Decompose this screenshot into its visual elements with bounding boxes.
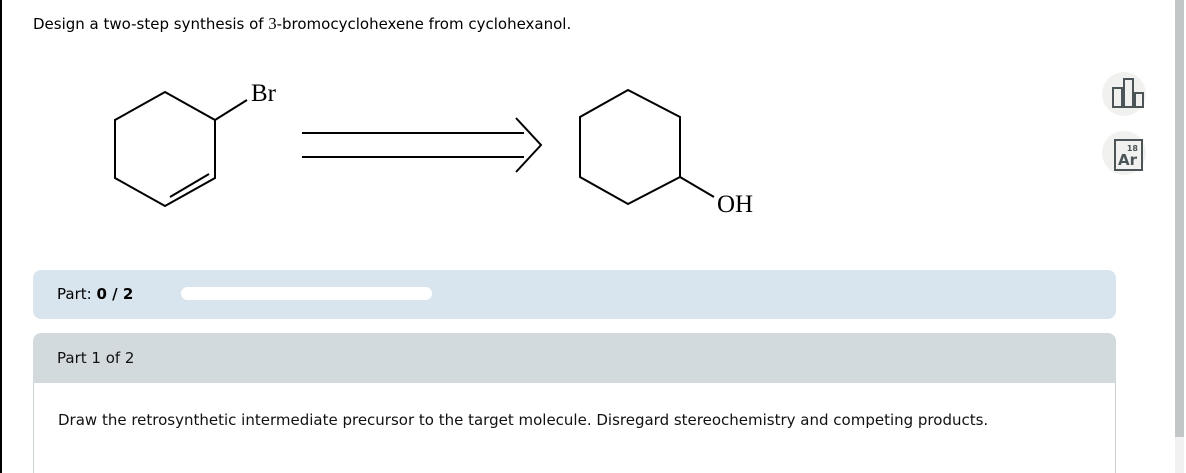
progress-label: Part: 0 / 2 (57, 270, 133, 319)
carbon-oxygen-bond (679, 176, 715, 198)
progress-label-text: Part: (57, 285, 92, 303)
part-header-label: Part 1 of 2 (57, 349, 135, 367)
progress-value: 0 / 2 (96, 285, 134, 303)
bar-chart-icon (1112, 78, 1144, 108)
cyclohexene-ring (114, 90, 216, 208)
progress-track (181, 287, 432, 300)
reaction-scheme: Br OH (114, 80, 753, 218)
scrollbar-track[interactable] (1175, 0, 1184, 473)
element-symbol: Ar (1118, 151, 1138, 169)
question-panel: Draw the retrosynthetic intermediate pre… (33, 383, 1116, 473)
double-bond (169, 173, 210, 198)
arrow-open-head (515, 117, 543, 173)
bromine-label: Br (251, 80, 277, 107)
target-molecule-structure: Br (114, 80, 277, 208)
element-atomic-number: 18 (1127, 144, 1139, 153)
periodic-table-icon: 18 Ar (1114, 139, 1143, 171)
compound-locant: 3 (268, 14, 277, 33)
part-header: Part 1 of 2 (33, 333, 1116, 383)
retrosynthesis-arrow (302, 117, 543, 173)
problem-statement: Design a two-step synthesis of 3-bromocy… (33, 14, 571, 34)
periodic-table-button[interactable]: 18 Ar (1102, 131, 1146, 175)
carbon-bromine-bond (214, 99, 248, 121)
cyclohexane-ring (579, 88, 681, 206)
progress-section: Part: 0 / 2 (33, 270, 1116, 319)
window-left-border (0, 0, 2, 473)
chart-tool-button[interactable] (1102, 72, 1146, 116)
problem-statement-suffix: -bromocyclohexene from cyclohexanol. (276, 15, 572, 33)
scrollbar-thumb[interactable] (1175, 0, 1184, 437)
problem-statement-prefix: Design a two-step synthesis of (33, 15, 269, 33)
starting-material-structure: OH (579, 88, 753, 218)
hydroxyl-label: OH (717, 191, 753, 218)
question-text: Draw the retrosynthetic intermediate pre… (58, 411, 989, 429)
